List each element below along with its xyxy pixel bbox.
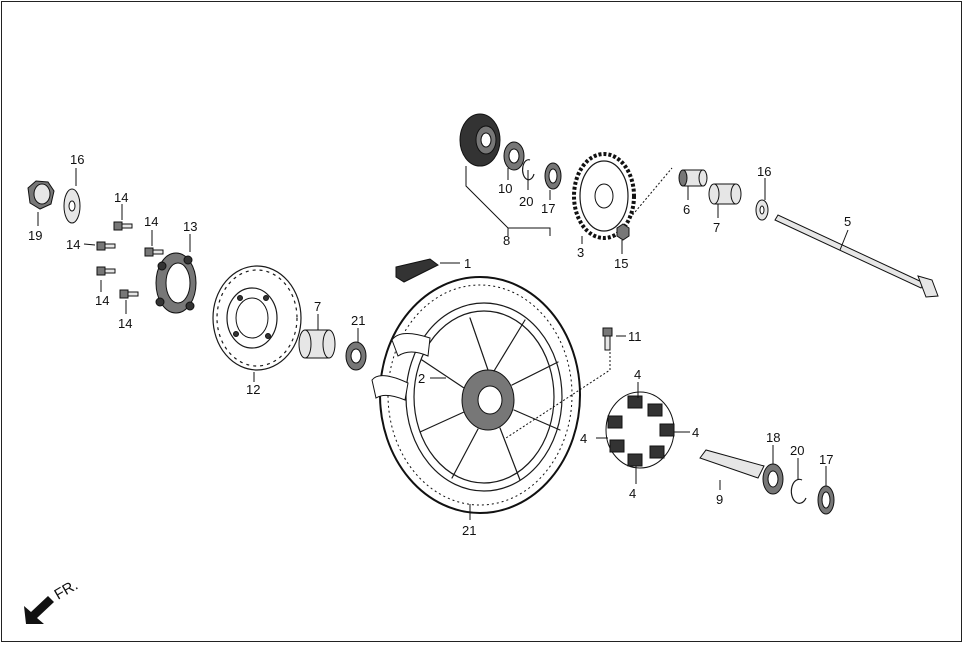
callout-5: 5	[844, 214, 851, 229]
part-21-bearing-left	[345, 341, 367, 371]
callout-6: 6	[683, 202, 690, 217]
callout-21-bottom: 21	[462, 523, 476, 538]
callout-17-right: 17	[819, 452, 833, 467]
part-9-sleeve	[699, 449, 765, 479]
part-4-dampers	[605, 391, 675, 469]
callout-8: 8	[503, 233, 510, 248]
callout-7-right: 7	[713, 220, 720, 235]
callout-19: 19	[28, 228, 42, 243]
callout-14-c: 14	[66, 237, 80, 252]
callout-4-right: 4	[692, 425, 699, 440]
front-direction-arrow-icon	[24, 596, 54, 624]
part-15-nut	[616, 223, 630, 241]
leader-lines	[37, 166, 849, 520]
callout-13: 13	[183, 219, 197, 234]
part-13-disc-carrier	[155, 252, 197, 314]
part-1-valve	[395, 258, 439, 283]
callout-20-top: 20	[519, 194, 533, 209]
part-7-spacer-right	[708, 183, 742, 205]
dash-11	[505, 352, 611, 439]
part-6-collar	[678, 169, 708, 187]
part-5-axle	[774, 214, 939, 298]
part-21-wheel-tire	[371, 276, 581, 514]
callout-16-left: 16	[70, 152, 84, 167]
part-8-sprocket-hub	[459, 113, 501, 167]
part-12-brake-disc	[212, 265, 302, 371]
callout-9: 9	[716, 492, 723, 507]
callout-4-bottom: 4	[629, 486, 636, 501]
callout-15: 15	[614, 256, 628, 271]
dash-3	[629, 167, 673, 219]
callout-3: 3	[577, 245, 584, 260]
callout-18: 18	[766, 430, 780, 445]
callout-14-b: 14	[144, 214, 158, 229]
callout-20-right: 20	[790, 443, 804, 458]
callout-4-left: 4	[580, 431, 587, 446]
part-11-bolt	[602, 327, 613, 351]
callout-21-left: 21	[351, 313, 365, 328]
part-19-axle-nut	[27, 180, 55, 210]
part-20-circlip-top	[521, 159, 535, 181]
part-20-circlip-right	[790, 478, 807, 504]
direction-label: FR.	[52, 577, 81, 604]
callout-14-d: 14	[95, 293, 109, 308]
part-17-seal-top	[544, 162, 562, 190]
part-3-sprocket	[572, 152, 636, 240]
callout-14-e: 14	[118, 316, 132, 331]
callout-17-top: 17	[541, 201, 555, 216]
callout-10: 10	[498, 181, 512, 196]
callout-7-left: 7	[314, 299, 321, 314]
callout-14-a: 14	[114, 190, 128, 205]
callout-16-right: 16	[757, 164, 771, 179]
callout-1: 1	[464, 256, 471, 271]
part-7-spacer-left	[298, 329, 336, 359]
part-16-washer-right	[755, 199, 769, 221]
callout-11: 11	[628, 329, 642, 344]
part-10-bearing	[503, 141, 525, 171]
part-16-washer-left	[63, 188, 81, 224]
part-17-seal-right	[817, 485, 835, 515]
part-18-bearing	[762, 463, 784, 495]
callout-12: 12	[246, 382, 260, 397]
callout-4-top: 4	[634, 367, 641, 382]
part-14-bolts	[96, 221, 164, 299]
callout-2: 2	[418, 371, 425, 386]
